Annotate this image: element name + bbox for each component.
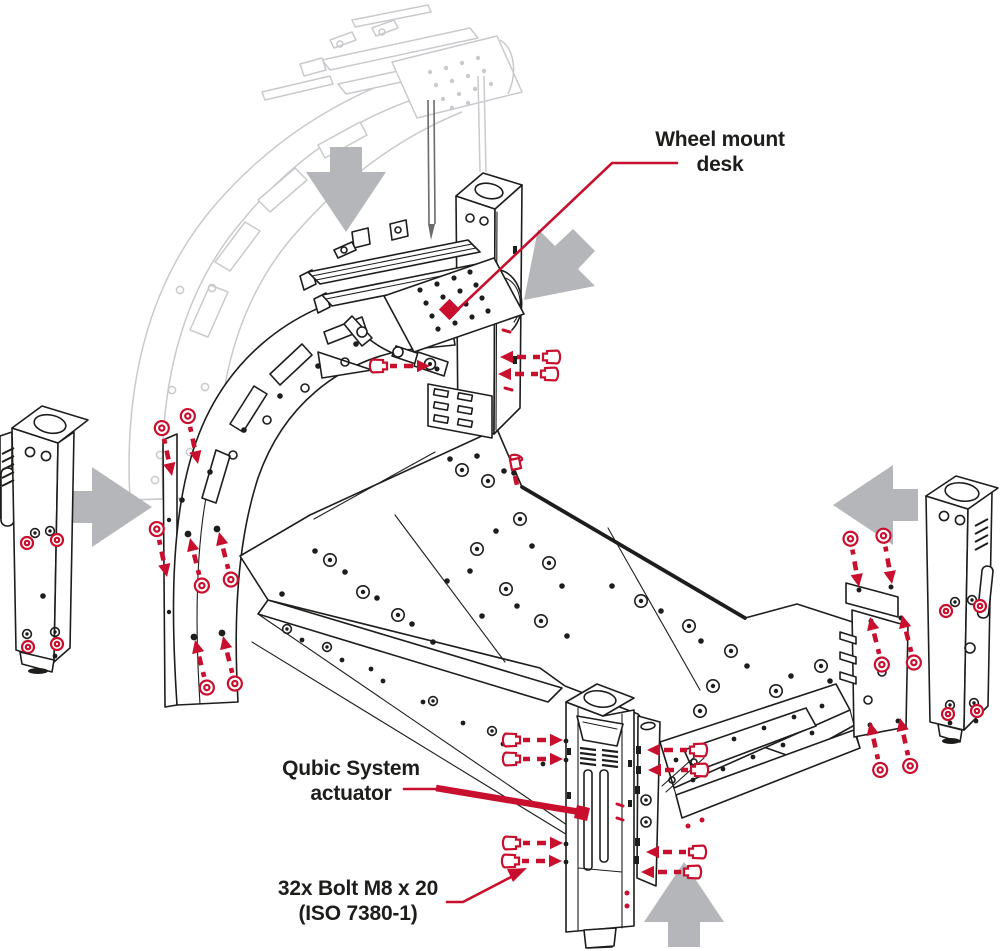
bolt-indicators [149, 351, 923, 879]
callout-bolt-spec: 32x Bolt M8 x 20 (ISO 7380-1) [262, 876, 454, 926]
arrow-down-icon [306, 147, 386, 232]
callout-line: actuator [310, 782, 392, 805]
desk-plate-holes [417, 269, 491, 332]
assembly-arrows [67, 147, 918, 947]
ghost-plate-holes [427, 55, 494, 111]
vent-slots [579, 746, 619, 769]
callout-line: Qubic System [282, 757, 420, 780]
right-actuator [925, 475, 999, 744]
left-actuator [0, 405, 89, 674]
arrow-left-icon [833, 465, 918, 545]
front-actuator [563, 683, 661, 949]
leader-bolt-spec [445, 874, 515, 904]
cable-hatch [974, 518, 989, 551]
callout-line: (ISO 7380-1) [298, 902, 418, 925]
callout-line: desk [696, 153, 744, 176]
leader-wheel-mount-desk [453, 161, 679, 314]
arrow-right-icon [67, 467, 152, 547]
cable-hatch [1, 447, 15, 487]
callout-qubic-actuator: Qubic System actuator [255, 756, 447, 806]
front-right-frame [659, 683, 861, 829]
callout-wheel-mount-desk: Wheel mount desk [624, 127, 816, 177]
callout-line: Wheel mount [655, 128, 785, 151]
deck-holes [279, 453, 833, 734]
arrow-up-icon [644, 862, 724, 947]
arrow-down-left-icon [524, 229, 595, 300]
ghost-assembly [128, 4, 523, 501]
callout-line: 32x Bolt M8 x 20 [277, 877, 439, 900]
rear-right-bracket [839, 582, 909, 738]
